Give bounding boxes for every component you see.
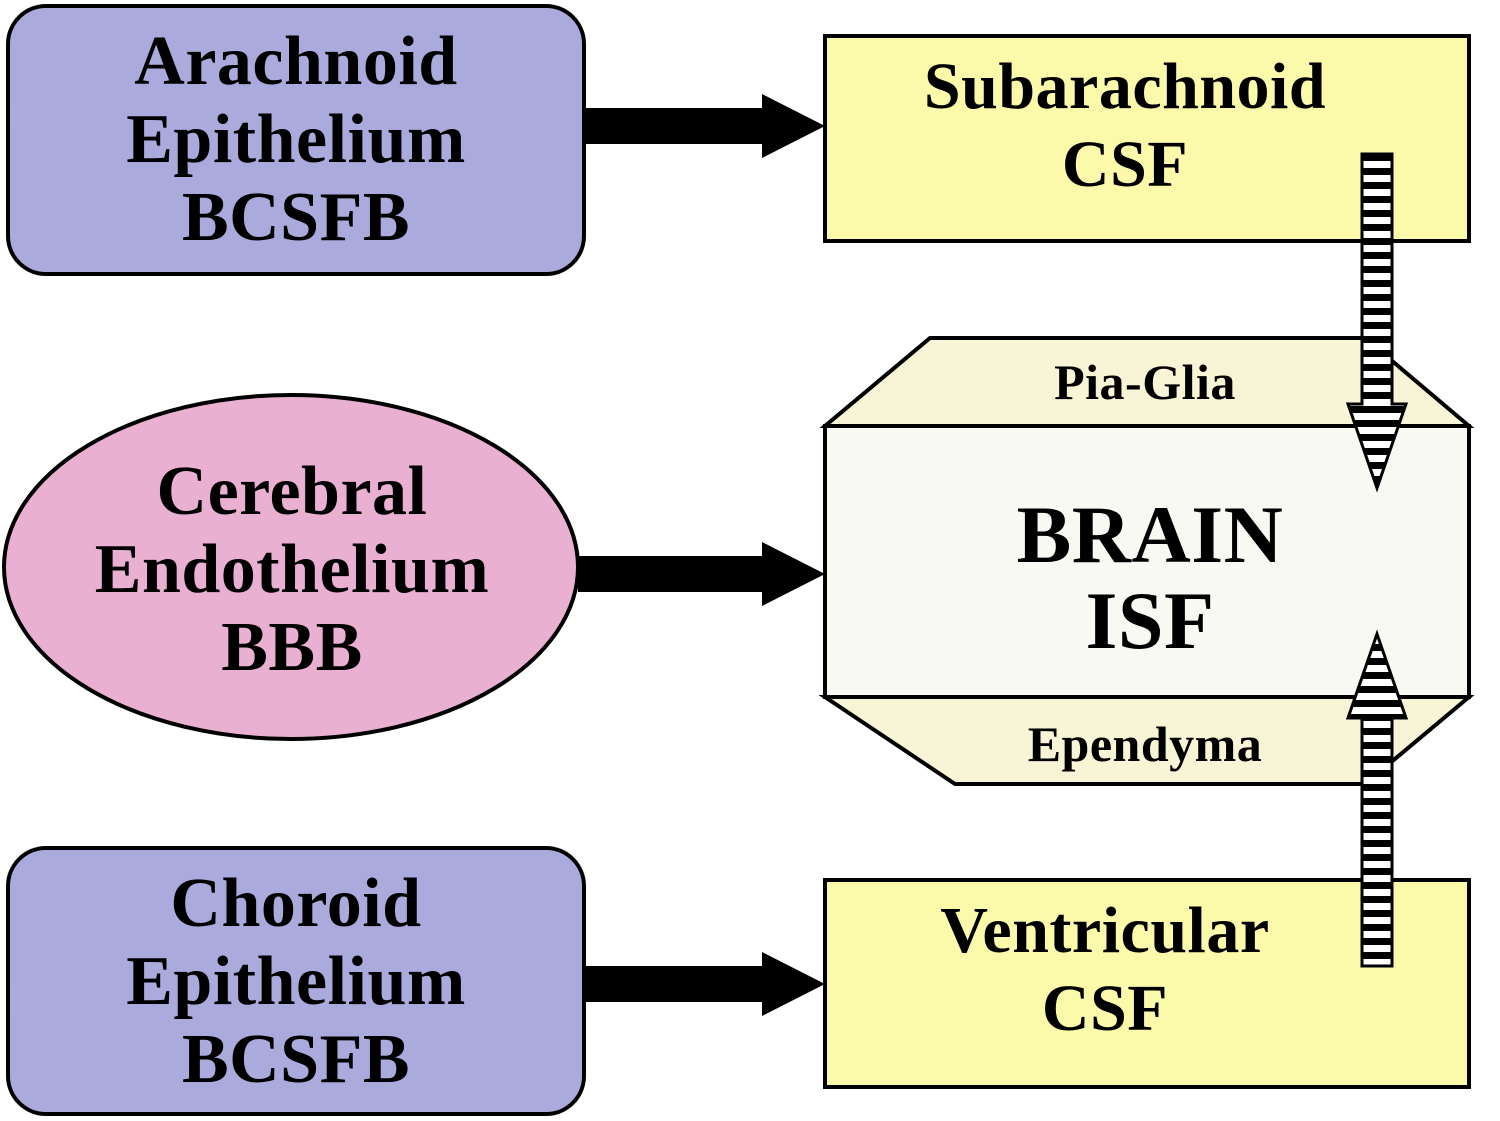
brain-isf-box <box>823 424 1471 699</box>
choroid-line-3: BCSFB <box>181 1021 411 1098</box>
arrow-choroid-to-ventricular <box>584 952 825 1016</box>
striped-arrow-subarachnoid-to-brain <box>1345 152 1409 493</box>
choroid-line-2: Epithelium <box>126 943 466 1020</box>
striped-arrow-ventricular-to-brain <box>1345 629 1409 968</box>
brain-line-1: BRAIN <box>1016 488 1284 580</box>
arachnoid-label: Arachnoid Epithelium BCSFB <box>8 23 584 256</box>
ventricular-label: Ventricular CSF <box>800 890 1410 1050</box>
subarachnoid-line-1: Subarachnoid <box>923 50 1327 123</box>
pia-glia-label: Pia-Glia <box>1054 354 1236 410</box>
arrow-arachnoid-to-subarachnoid <box>584 94 825 158</box>
brain-isf-label: BRAIN ISF <box>890 490 1410 665</box>
cerebral-label: Cerebral Endothelium BBB <box>4 453 580 686</box>
subarachnoid-label: Subarachnoid CSF <box>825 46 1425 206</box>
choroid-line-1: Choroid <box>170 865 422 942</box>
subarachnoid-line-2: CSF <box>1061 128 1189 201</box>
arachnoid-line-1: Arachnoid <box>134 23 458 100</box>
cerebral-line-1: Cerebral <box>156 453 428 530</box>
ependyma-label: Ependyma <box>1027 716 1263 772</box>
arachnoid-line-2: Epithelium <box>126 101 466 178</box>
cerebral-line-2: Endothelium <box>94 531 490 608</box>
ventricular-line-1: Ventricular <box>940 894 1270 967</box>
arachnoid-line-3: BCSFB <box>181 179 411 256</box>
arrow-cerebral-to-brain <box>578 542 825 606</box>
brain-line-2: ISF <box>1085 574 1215 666</box>
cerebral-line-3: BBB <box>221 609 363 686</box>
ventricular-line-2: CSF <box>1041 972 1169 1045</box>
choroid-label: Choroid Epithelium BCSFB <box>8 865 584 1098</box>
